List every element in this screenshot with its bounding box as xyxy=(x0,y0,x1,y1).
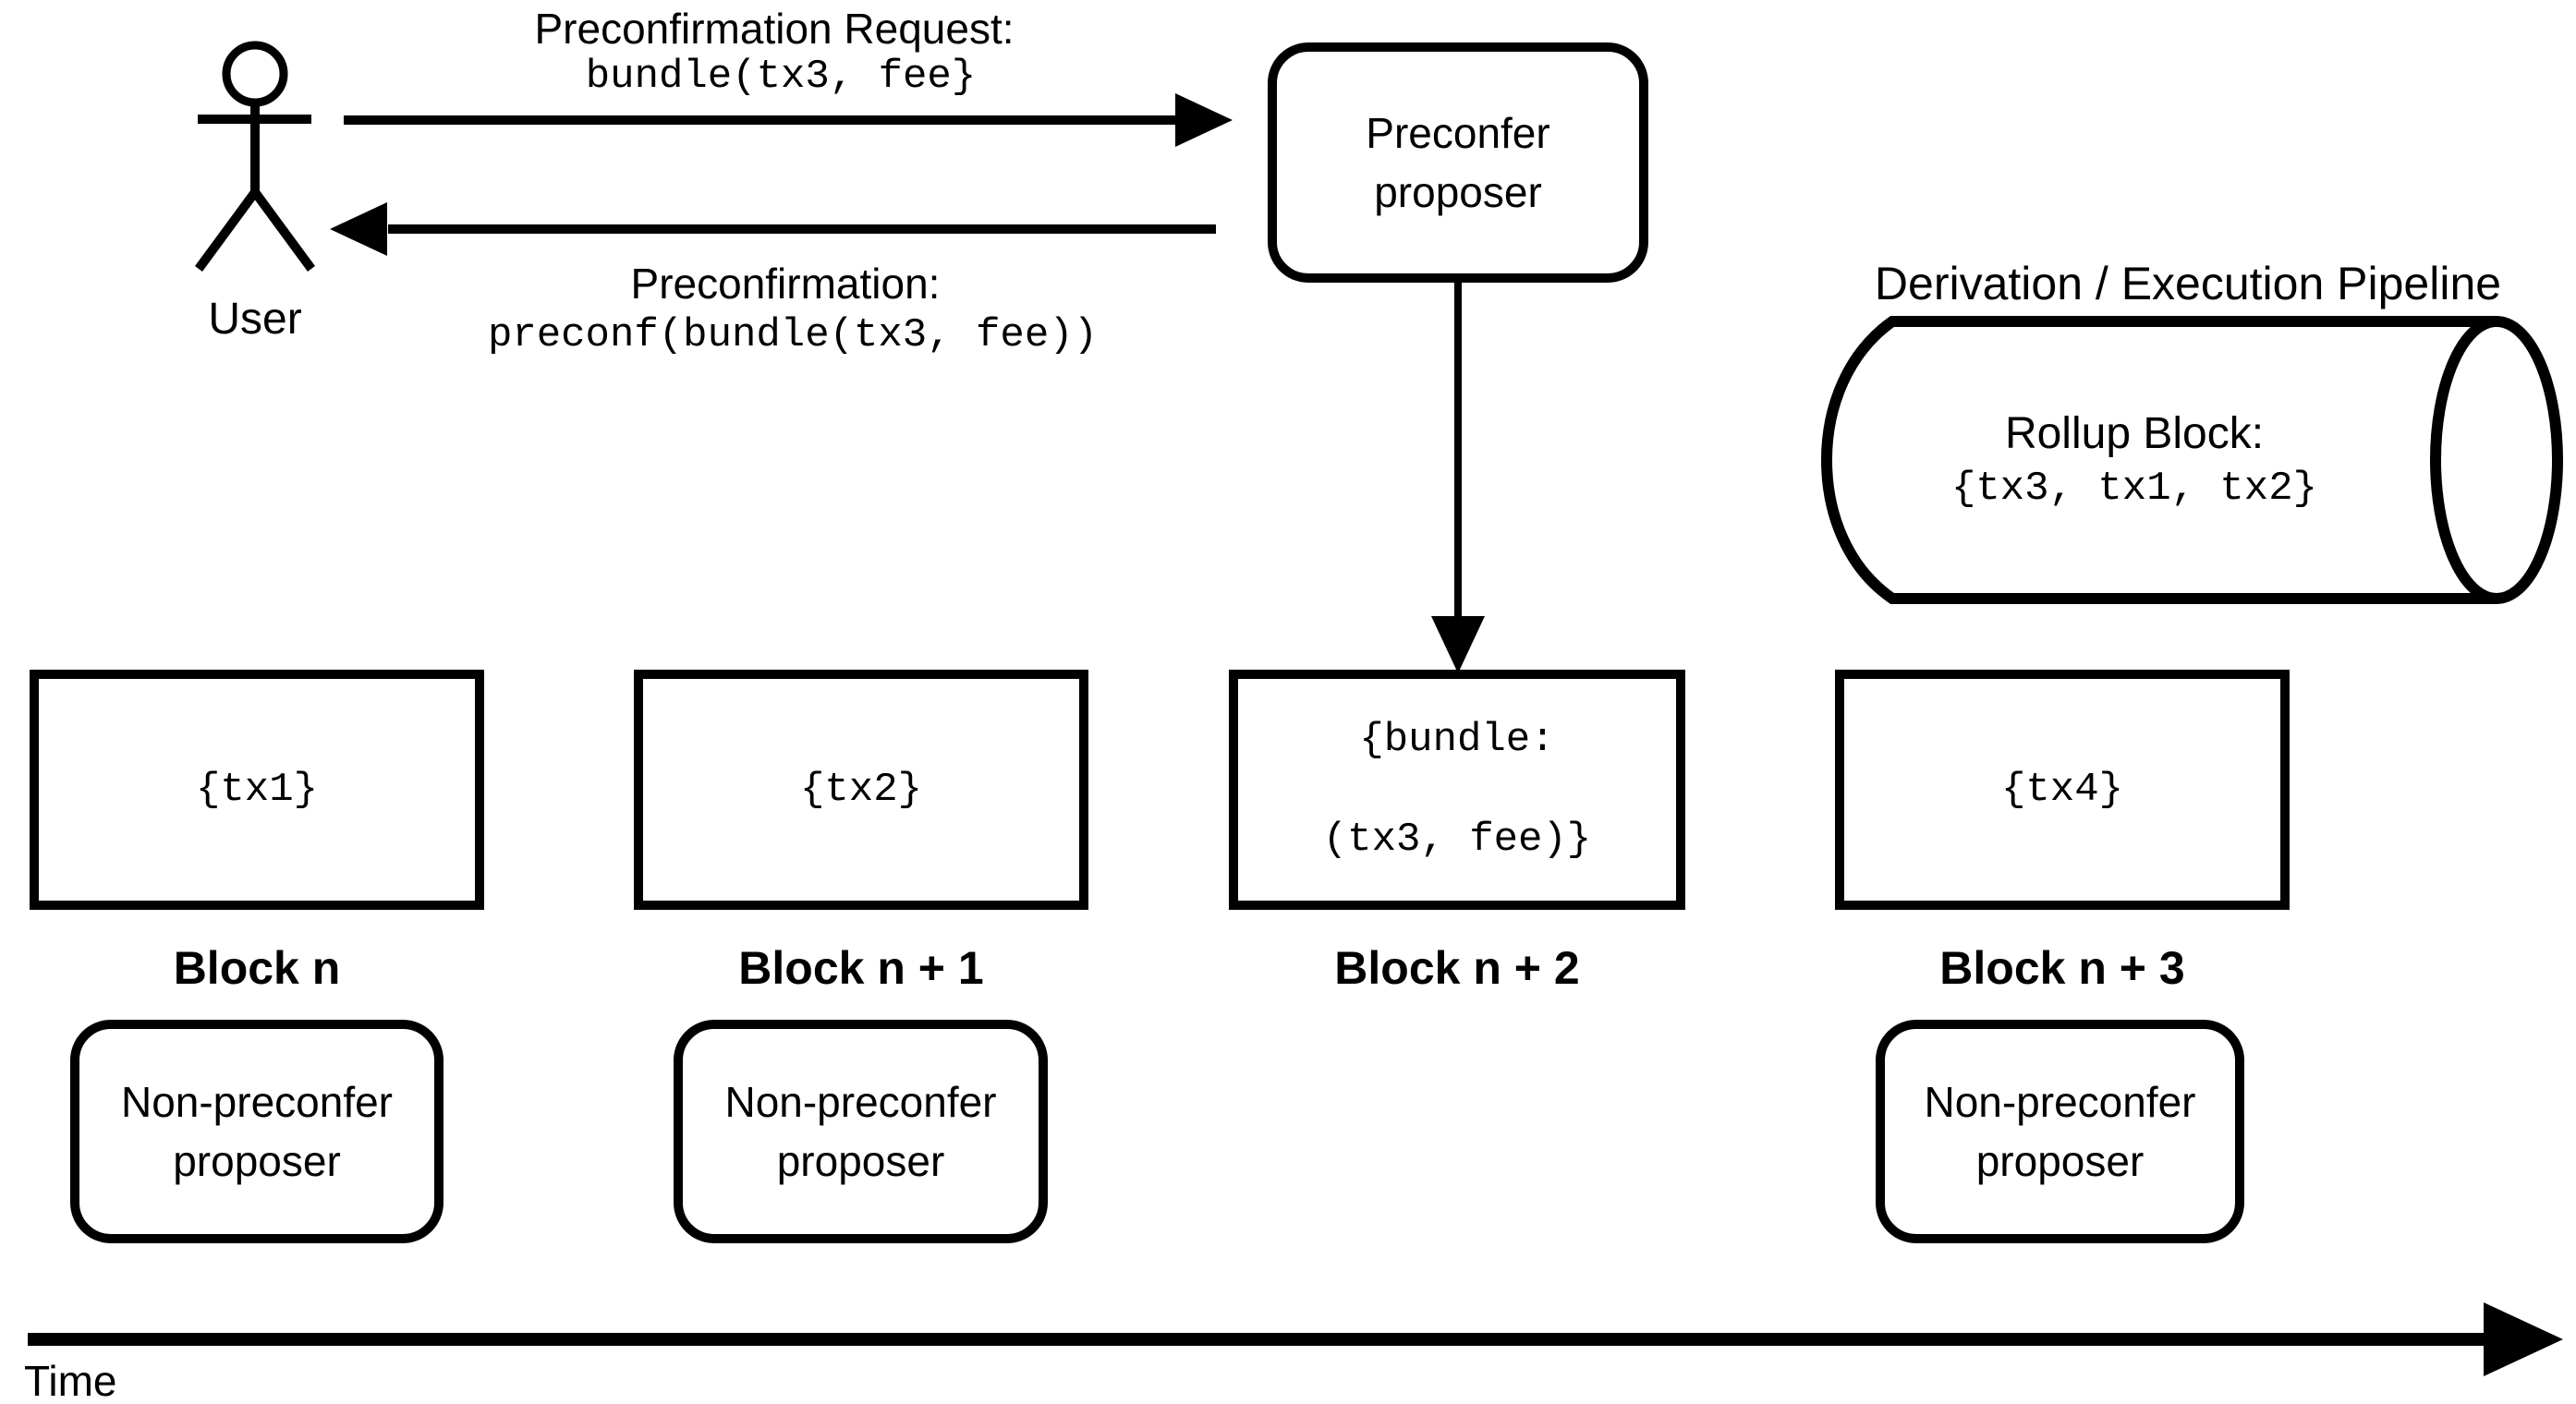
block-n3-content: {tx4} xyxy=(2000,767,2124,813)
non-preconfer-proposer-box-2: Non-preconfer proposer xyxy=(674,1020,1048,1243)
preconfer-proposer-box: Preconfer proposer xyxy=(1268,42,1648,283)
request-arrow-code: bundle(tx3, fee} xyxy=(585,54,977,100)
time-arrowhead-icon xyxy=(2484,1302,2563,1376)
block-n-content: {tx1} xyxy=(195,767,319,813)
response-arrow-title: Preconfirmation: xyxy=(630,260,941,308)
down-arrowhead-icon xyxy=(1431,616,1485,673)
block-n1-content: {tx2} xyxy=(799,767,923,813)
proposer-to-block-arrow xyxy=(1431,283,1485,673)
non-preconfer-proposer-box-1: Non-preconfer proposer xyxy=(70,1020,444,1243)
block-n3: {tx4} xyxy=(1835,670,2290,910)
block-n2-content-line1: {bundle: xyxy=(1359,717,1555,763)
user-label: User xyxy=(208,295,302,344)
pipeline-cylinder-end-cap xyxy=(2430,316,2563,604)
preconfer-proposer-line1: Preconfer xyxy=(1366,109,1550,157)
block-n1: {tx2} xyxy=(634,670,1088,910)
block-n-label: Block n xyxy=(173,942,341,994)
block-n2-label: Block n + 2 xyxy=(1334,942,1580,994)
block-n2-content-line2: (tx3, fee)} xyxy=(1322,817,1592,863)
user-figure-leg-right xyxy=(250,189,316,272)
request-arrowhead-icon xyxy=(1175,93,1233,147)
non-preconfer-proposer-2-line2: proposer xyxy=(776,1137,945,1185)
time-axis-arrow xyxy=(28,1302,2563,1376)
pipeline-cylinder xyxy=(1820,316,2563,604)
user-figure-head xyxy=(222,41,288,107)
response-arrow-code: preconf(bundle(tx3, fee)) xyxy=(487,312,1099,358)
response-arrowhead-icon xyxy=(330,202,387,256)
request-arrow xyxy=(344,93,1233,147)
non-preconfer-proposer-1-line1: Non-preconfer xyxy=(120,1078,394,1126)
block-n1-label: Block n + 1 xyxy=(738,942,984,994)
non-preconfer-proposer-3-line2: proposer xyxy=(1975,1137,2145,1185)
request-arrow-title: Preconfirmation Request: xyxy=(534,5,1015,53)
time-axis-label: Time xyxy=(24,1357,117,1404)
rollup-block-code: {tx3, tx1, tx2} xyxy=(1950,466,2318,512)
response-arrow xyxy=(330,202,1216,256)
preconfer-proposer-line2: proposer xyxy=(1374,168,1542,216)
user-figure-leg-left xyxy=(194,189,260,272)
rollup-block-label: Rollup Block: xyxy=(2004,409,2265,458)
non-preconfer-proposer-box-3: Non-preconfer proposer xyxy=(1876,1020,2244,1243)
non-preconfer-proposer-2-line1: Non-preconfer xyxy=(724,1078,997,1126)
user-figure xyxy=(194,41,316,272)
non-preconfer-proposer-3-line1: Non-preconfer xyxy=(1924,1078,2196,1126)
block-n3-label: Block n + 3 xyxy=(1939,942,2185,994)
block-n2: {bundle: (tx3, fee)} xyxy=(1229,670,1685,910)
pipeline-title: Derivation / Execution Pipeline xyxy=(1874,258,2502,309)
block-n: {tx1} xyxy=(30,670,484,910)
pipeline-cylinder-body xyxy=(1820,316,2497,604)
non-preconfer-proposer-1-line2: proposer xyxy=(173,1137,341,1185)
